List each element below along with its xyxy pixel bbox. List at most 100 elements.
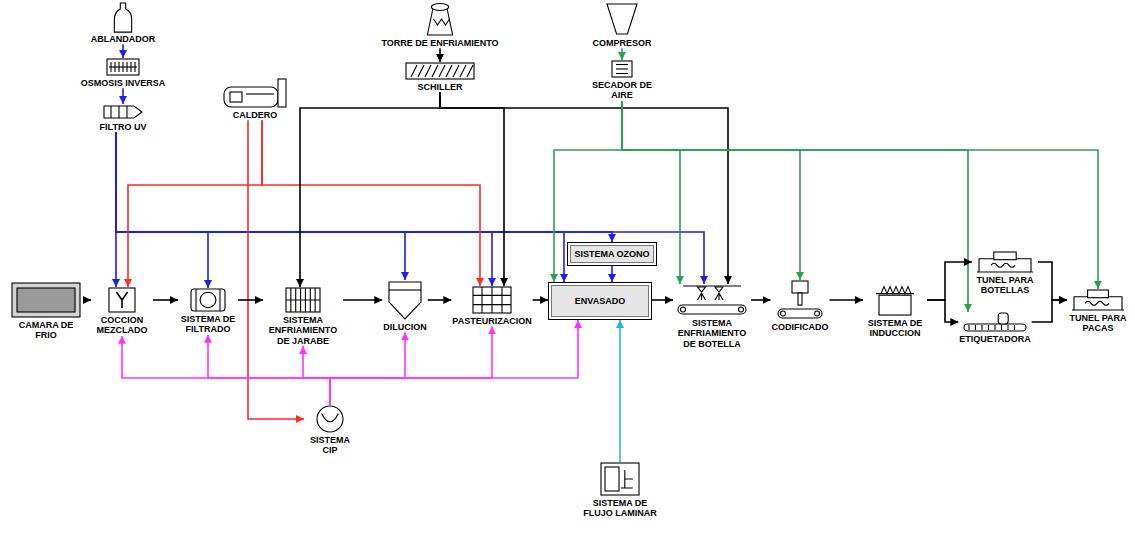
filter-element [200, 292, 216, 307]
equipment-label: FILTRO UV [99, 122, 148, 132]
boiler-icon [220, 78, 290, 108]
tank-line [389, 289, 421, 290]
flow-line [927, 262, 972, 300]
flow-line [440, 92, 504, 286]
chiller-fin [418, 65, 424, 77]
labeler-base [964, 324, 1026, 331]
equipment-label: SISTEMA DE FILTRADO [178, 314, 238, 335]
equipment-node: TUNEL PARA PACAS [1067, 289, 1129, 334]
flow-line [330, 320, 578, 405]
dryer-line [616, 68, 628, 69]
labeler-link [1007, 325, 1008, 330]
induction-icon [875, 284, 915, 316]
flow-line [830, 299, 864, 301]
equipment-label: ETIQUETADORA [958, 334, 1031, 344]
pasteurizer-tube [491, 287, 492, 313]
spray-icon [677, 284, 747, 316]
conveyor-roller [681, 307, 686, 312]
laminar-icon [600, 462, 640, 496]
equipment-label: DILUCION [382, 322, 428, 332]
flow-line [751, 299, 771, 301]
flow-line [128, 120, 262, 287]
equipment-label: CODIFICADO [771, 322, 830, 332]
cold-room [12, 283, 80, 317]
equipment-node: OSMOSIS INVERSA [80, 58, 167, 88]
equipment-node: CODIFICADO [771, 280, 830, 332]
tunnel-belt [1072, 309, 1124, 310]
equipment-label: SISTEMA ENFRIAMIENTO DE JARABE [263, 315, 343, 346]
equipment-node: SISTEMA DE FLUJO LAMINAR [579, 462, 661, 519]
flow-line [303, 346, 330, 405]
tunnel-body [1074, 297, 1122, 310]
tower-fan [431, 4, 448, 11]
boiler-line [246, 93, 274, 94]
flow-line [622, 101, 1098, 289]
boiler-body [224, 87, 278, 107]
flow-line [440, 92, 728, 284]
equipment-node: CALDERO [220, 78, 290, 120]
equipment-node: FILTRO UV [99, 104, 148, 132]
equipment-label: ABLANDADOR [90, 34, 157, 44]
spray-jet [715, 293, 723, 300]
equipment-label: SISTEMA CIP [304, 435, 356, 456]
flow-line [116, 132, 612, 242]
dryer-body [612, 61, 632, 77]
equipment-label: TUNEL PARA PACAS [1067, 313, 1129, 334]
compressor-icon [605, 2, 639, 36]
equipment-label: TORRE DE ENFRIAMIENTO [380, 38, 499, 48]
process-label: SISTEMA OZONO [573, 249, 650, 259]
process-box: SISTEMA OZONO [567, 242, 656, 266]
conveyor-roller [815, 311, 820, 316]
flow-line [619, 320, 621, 462]
chiller-fin [453, 65, 459, 77]
coder-head [792, 281, 808, 293]
cold-room-door [17, 288, 75, 312]
tunnel-heater [991, 263, 1015, 267]
uv-icon [103, 104, 143, 120]
flow-line [622, 101, 968, 312]
flow-line [652, 299, 673, 301]
spray-jet [698, 293, 706, 300]
chiller-fin [425, 65, 431, 77]
conveyor-belt [778, 309, 822, 318]
equipment-node: COMPRESOR [591, 2, 652, 48]
equipment-node: PASTEURIZACION [451, 286, 532, 326]
flow-line [122, 336, 330, 405]
flow-line [116, 132, 208, 288]
tower-fill [434, 19, 450, 25]
chiller-fin [460, 65, 466, 77]
laminar-filter [605, 467, 619, 491]
labeler-link [1001, 325, 1002, 330]
dryer-line [616, 64, 628, 65]
tunnel-belt [977, 271, 1033, 272]
chiller-fin [411, 65, 417, 77]
laminar-fan [621, 470, 633, 488]
conveyor-belt [678, 305, 746, 314]
flow-line [248, 120, 304, 419]
coder-icon [777, 280, 823, 320]
equipment-node: CAMARA DE FRIO [9, 282, 83, 341]
pump-body [317, 406, 343, 432]
freezer-icon [11, 282, 81, 318]
equipment-node: SISTEMA ENFRIAMIENTO DE BOTELLA [673, 284, 751, 349]
equipment-label: OSMOSIS INVERSA [80, 78, 167, 88]
chiller-fin [432, 65, 438, 77]
equipment-label: SCHILLER [417, 82, 464, 92]
flow-line [116, 132, 564, 282]
equipment-label: SECADOR DE AIRE [590, 80, 654, 101]
laminar-cabinet [601, 463, 639, 495]
filter-end [195, 289, 196, 311]
coder-nozzle [798, 293, 802, 305]
compressor-body [607, 4, 637, 34]
tunnel-icon [1072, 289, 1124, 311]
labeler-link [975, 325, 976, 330]
induction-coil [881, 287, 911, 294]
conveyor-roller [781, 311, 786, 316]
uv-stripe [126, 106, 127, 118]
tunnel-hood [1088, 290, 1109, 298]
grid-icon [106, 58, 140, 76]
flow-line [1032, 300, 1067, 322]
hx-icon [285, 287, 321, 313]
